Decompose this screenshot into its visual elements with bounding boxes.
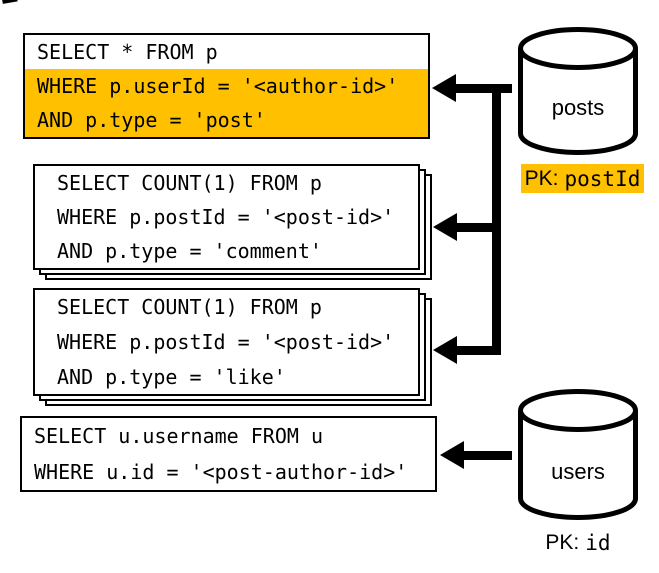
arrowhead-to-select-post [432, 74, 456, 102]
query-box-count-likes: SELECT COUNT(1) FROM p WHERE p.postId = … [33, 288, 420, 396]
arrowhead-to-select-username [440, 441, 464, 469]
database-name-label: posts [551, 95, 605, 120]
query-box-count-comments: SELECT COUNT(1) FROM p WHERE p.postId = … [33, 164, 420, 270]
query-box-select-username: SELECT u.username FROM u WHERE u.id = '<… [20, 416, 437, 492]
sql-line: WHERE p.postId = '<post-id>' [57, 205, 395, 229]
sql-line: WHERE u.id = '<post-author-id>' [34, 460, 408, 484]
connector-branch-likes [456, 346, 501, 355]
sql-line: SELECT u.username FROM u [34, 424, 323, 448]
connector-posts-trunk [492, 84, 501, 355]
posts-database: posts [518, 27, 638, 155]
sql-line: AND p.type = 'comment' [57, 239, 322, 263]
sql-line: WHERE p.postId = '<post-id>' [57, 330, 395, 354]
sql-line-highlighted: WHERE p.userId = '<author-id>' [25, 69, 428, 103]
query-box-select-post: SELECT * FROM p WHERE p.userId = '<autho… [23, 33, 430, 139]
pk-field-name: postId [564, 166, 641, 191]
database-cylinder-icon [518, 27, 638, 155]
database-cylinder-icon [518, 389, 638, 520]
sql-line: AND p.type = 'like' [57, 364, 286, 389]
sql-line-highlighted: AND p.type = 'post' [25, 103, 428, 137]
arrowhead-to-count-comments [433, 213, 457, 241]
connector-posts-horizontal [454, 84, 512, 93]
sql-line: SELECT * FROM p [37, 40, 218, 64]
connector-users-horizontal [462, 451, 512, 460]
sql-line: SELECT COUNT(1) FROM p [57, 295, 322, 320]
users-database: users [518, 389, 638, 520]
database-name-label: users [551, 459, 605, 484]
pk-prefix: PK: [545, 531, 580, 554]
pk-prefix: PK: [524, 166, 559, 190]
primary-key-label-posts: PK: postId [521, 164, 644, 193]
primary-key-label-users: PK: id [518, 529, 638, 557]
corner-artifact-mark [2, 0, 18, 4]
pk-field-name: id [585, 531, 611, 555]
sql-line: SELECT COUNT(1) FROM p [57, 171, 322, 195]
connector-branch-comments [456, 223, 501, 232]
arrowhead-to-count-likes [433, 336, 457, 364]
